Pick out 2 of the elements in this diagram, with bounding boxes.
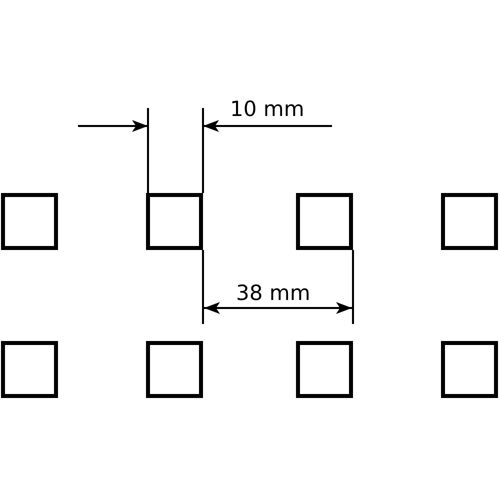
dimension-label: 10 mm: [230, 99, 304, 120]
dimension-label: 38 mm: [236, 283, 310, 304]
